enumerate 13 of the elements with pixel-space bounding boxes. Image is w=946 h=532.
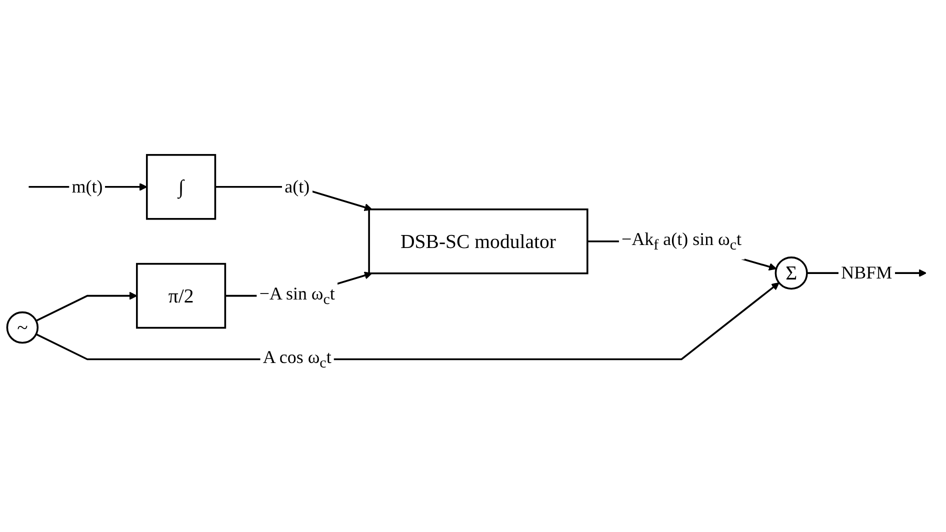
arrow — [36, 282, 780, 360]
node-box: DSB-SC modulator — [368, 208, 588, 274]
edge-label: NBFM — [841, 263, 892, 283]
edge-label: m(t) — [72, 177, 103, 197]
arrow — [36, 292, 138, 322]
edge-label: A cos ω$_{c}$t — [262, 348, 332, 372]
node-box: ∫ — [146, 154, 216, 220]
node-circle: Σ — [774, 256, 808, 290]
edge-label: a(t) — [284, 177, 310, 197]
node-circle: ~ — [6, 311, 39, 344]
node-box: π/2 — [136, 262, 226, 329]
edge-label: −A sin ω$_{c}$t — [259, 284, 335, 308]
edge-label: −Ak$_{f}$ a(t) sin ω$_{c}$t — [622, 230, 742, 254]
